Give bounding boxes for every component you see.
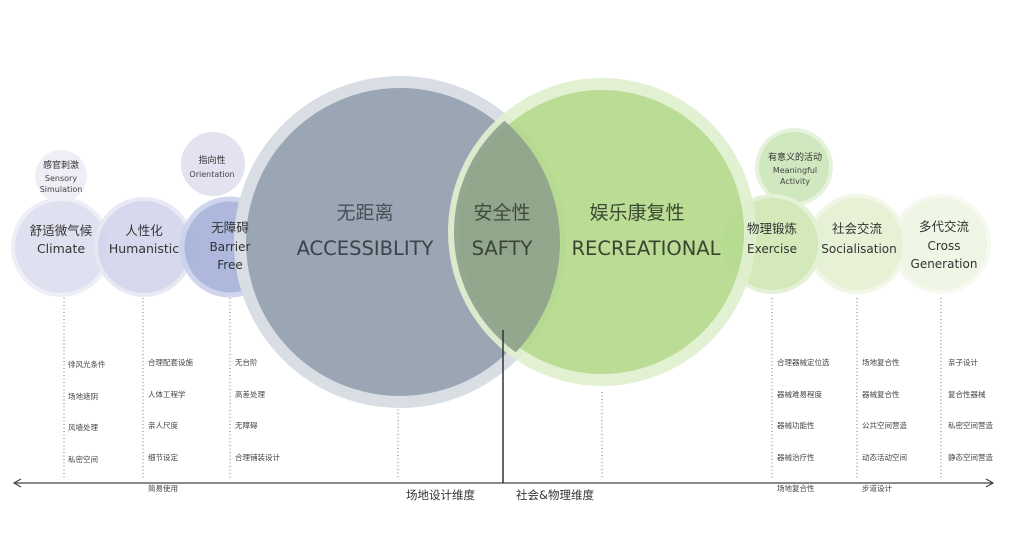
note-item: 简易使用 [148, 484, 178, 493]
note-item: 亲人尺度 [148, 421, 178, 430]
note-item: 徘风光条件 [68, 360, 106, 369]
barrier-notes: 无台阶 高差处理 无障碍 合理铺装设计 [235, 337, 280, 474]
note-item: 合理铺装设计 [235, 452, 280, 462]
cross-en-1: Cross [928, 239, 961, 253]
exercise-en: Exercise [747, 242, 797, 256]
meaningful-en-2: Activity [780, 177, 810, 186]
note-item: 器械难易程度 [777, 389, 822, 399]
barrier-cn: 无障碍 [211, 220, 249, 235]
sensory-circle [35, 150, 87, 202]
exercise-cn: 物理锻炼 [747, 221, 797, 236]
climate-cn: 舒适微气候 [30, 223, 93, 238]
note-item: 动态活动空间 [862, 452, 907, 462]
humanistic-cn: 人性化 [125, 223, 163, 238]
note-item: 步道设计 [862, 484, 892, 493]
accessibility-cn: 无距离 [336, 202, 393, 224]
barrier-en-2: Free [217, 258, 242, 272]
climate-notes: 徘风光条件 场地遮阴 风墙处理 私密空间 [68, 339, 106, 476]
safety-cn: 安全性 [473, 202, 530, 224]
cross-cn: 多代交流 [919, 219, 970, 234]
axis [12, 330, 995, 488]
note-item: 场地复合性 [777, 484, 815, 493]
safety-en: SAFTY [472, 237, 533, 260]
orientation-en: Orientation [189, 170, 234, 179]
socialisation-cn: 社会交流 [832, 221, 883, 236]
note-item: 器械功能性 [777, 421, 815, 430]
note-item: 合理器械定位选 [777, 358, 830, 367]
note-item: 器械复合性 [862, 389, 900, 399]
note-item: 私密空间营造 [948, 421, 993, 430]
note-item: 无台阶 [235, 358, 258, 367]
note-item: 细节设定 [148, 452, 178, 462]
note-item: 器械治疗性 [777, 452, 815, 462]
axis-label-site-design: 场地设计维度 [406, 488, 475, 502]
note-item: 静态空间营造 [948, 452, 993, 462]
climate-en: Climate [37, 241, 85, 256]
accessibility-en: ACCESSIBLITY [297, 237, 434, 260]
sensory-en-2: Simulation [40, 185, 83, 194]
note-item: 人体工程学 [148, 389, 186, 399]
sensory-en-1: Sensory [45, 174, 77, 183]
cross-notes: 亲子设计 复合性器械 私密空间营造 静态空间营造 [948, 337, 993, 474]
socialisation-en: Socialisation [821, 242, 897, 256]
meaningful-cn: 有意义的活动 [768, 151, 822, 163]
social-notes: 场地复合性 器械复合性 公共空间营造 动态活动空间 步道设计 [862, 337, 907, 505]
note-item: 高差处理 [235, 389, 265, 399]
recreational-en: RECREATIONAL [572, 237, 721, 260]
note-item: 无障碍 [235, 421, 258, 430]
note-item: 场地遮阴 [68, 391, 98, 401]
note-item: 合理配套设施 [148, 358, 193, 367]
humanistic-en: Humanistic [109, 241, 179, 256]
axis-right-arrow-icon [985, 478, 995, 488]
humanistic-notes: 合理配套设施 人体工程学 亲人尺度 细节设定 简易使用 [148, 337, 193, 505]
note-item: 亲子设计 [948, 358, 978, 367]
axis-label-social-physical: 社会&物理维度 [516, 488, 594, 502]
sensory-cn: 感官刺激 [43, 159, 79, 171]
cross-en-2: Generation [911, 257, 978, 271]
orientation-cn: 指向性 [198, 154, 225, 166]
safety-overlap [454, 84, 560, 380]
axis-left-arrow-icon [12, 478, 22, 488]
note-item: 私密空间 [68, 454, 98, 464]
recreational-cn: 娱乐康复性 [589, 202, 684, 224]
barrier-en-1: Barrier [210, 240, 251, 254]
note-item: 风墙处理 [68, 423, 98, 432]
note-item: 复合性器械 [948, 389, 986, 399]
orientation-circle [181, 132, 245, 196]
exercise-notes: 合理器械定位选 器械难易程度 器械功能性 器械治疗性 场地复合性 [777, 337, 830, 505]
meaningful-en-1: Meaningful [773, 166, 817, 175]
note-item: 场地复合性 [862, 358, 900, 367]
note-item: 公共空间营造 [862, 421, 907, 430]
